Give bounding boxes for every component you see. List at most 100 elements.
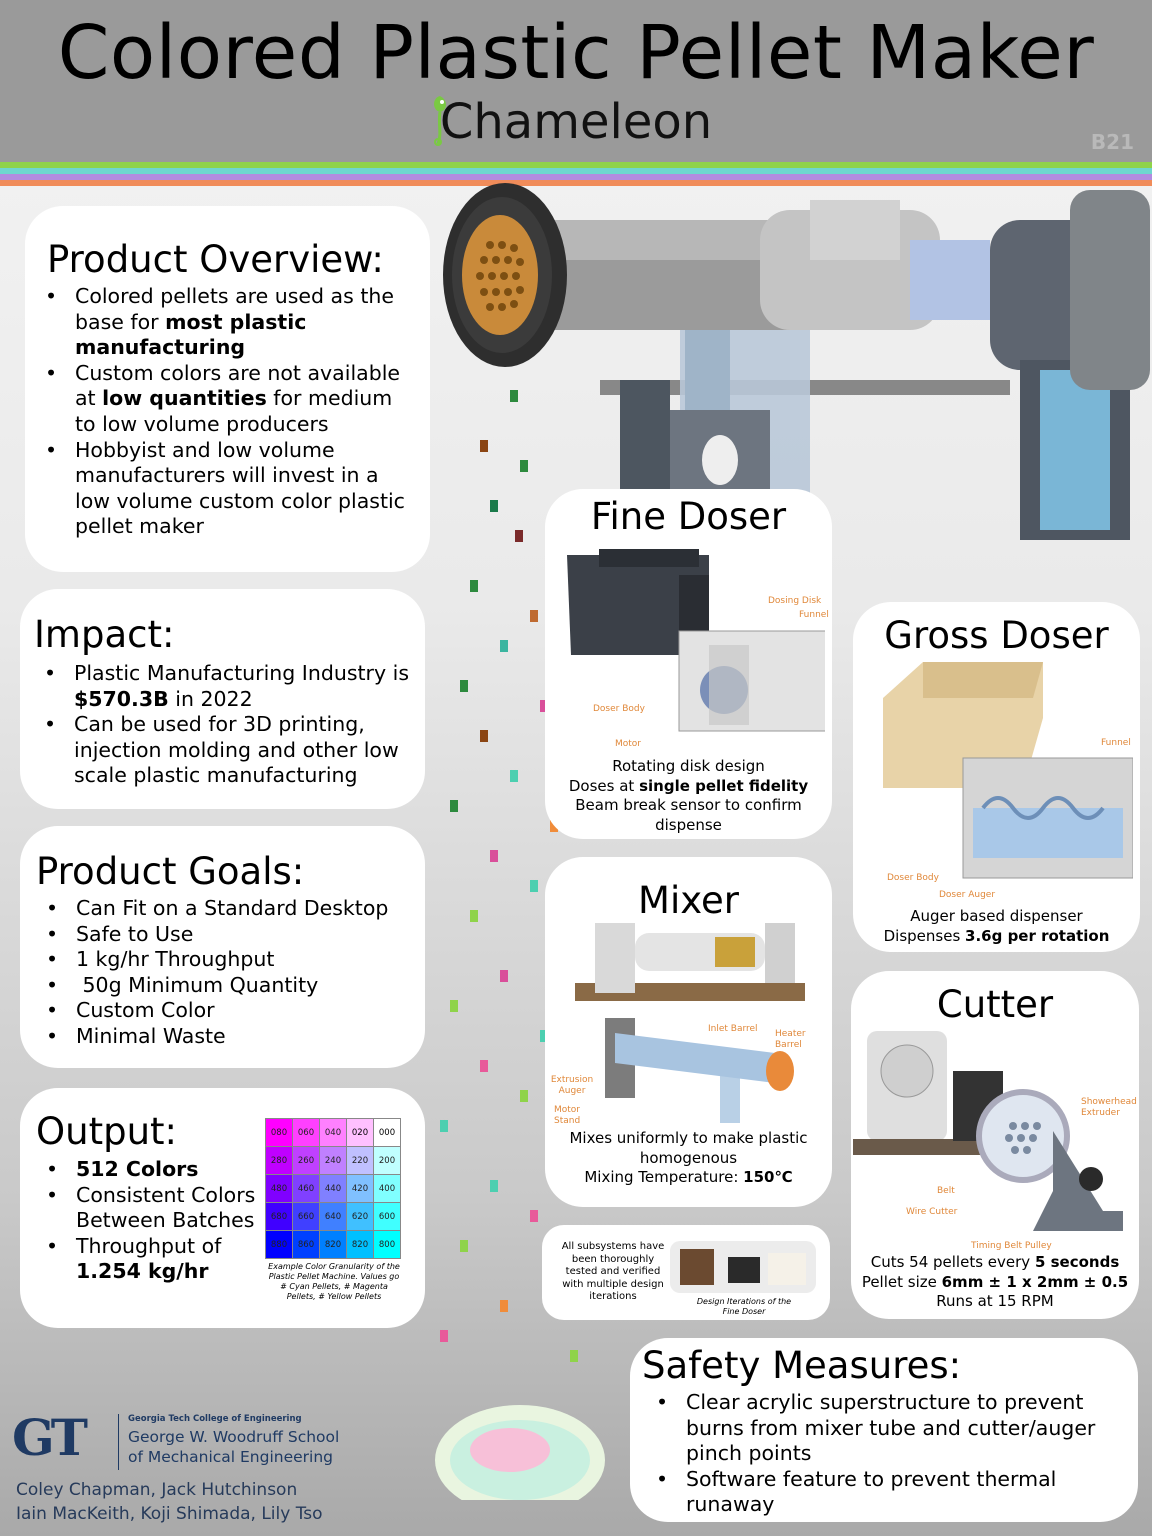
cutter-card: Cutter Showerhead Extruder Belt Wire Cut… [851,971,1139,1319]
grid-cell: 820 [346,1230,374,1259]
brand-name: Chameleon [439,94,713,150]
output-heading: Output: [36,1110,177,1153]
list-item: Hobbyist and low volume manufacturers wi… [45,438,405,540]
list-item: Colored pellets are used as the base for… [45,284,405,361]
grid-cell: 460 [292,1174,320,1203]
grid-cell: 620 [346,1202,374,1231]
callout-motor: Motor [615,739,642,749]
callout-doser-body: Doser Body [887,873,939,883]
chameleon-logo-icon [434,96,446,146]
fine-doser-heading: Fine Doser [590,495,787,538]
grid-cell: 400 [373,1174,401,1203]
school-name-line2: of Mechanical Engineering [128,1448,334,1466]
grid-cell: 680 [265,1202,293,1231]
poster-title: Colored Plastic Pellet Maker [57,10,1095,96]
gross-doser-heading: Gross Doser [884,614,1109,657]
grid-cell: 820 [319,1230,347,1259]
grid-cell: 420 [346,1174,374,1203]
callout-showerhead-extruder: Showerhead Extruder [1081,1097,1137,1118]
mixer-render [575,923,805,1123]
gross-doser-render [883,662,1133,879]
color-grid-caption: Example Color Granularity of the Plastic… [268,1262,400,1301]
list-item: Can be used for 3D printing, injection m… [44,712,414,789]
callout-belt: Belt [937,1186,955,1196]
grid-cell: 020 [346,1118,374,1147]
grid-cell: 040 [319,1118,347,1147]
stripe-purple [0,174,1152,180]
iterations-caption: Design Iterations of the Fine Doser [696,1297,792,1316]
list-item: Plastic Manufacturing Industry is $570.3… [44,661,414,712]
list-item: Clear acrylic superstructure to prevent … [656,1390,1106,1467]
list-item: 512 Colors [46,1157,266,1183]
impact-card: Impact: Plastic Manufacturing Industry i… [20,589,425,809]
logo-divider [118,1414,119,1470]
overview-list: Colored pellets are used as the base for… [45,284,405,540]
callout-doser-auger: Doser Auger [939,890,996,900]
authors-line2: Iain MacKeith, Koji Shimada, Lily Tso [16,1504,323,1524]
header-banner [0,0,1152,162]
grid-cell: 640 [319,1202,347,1231]
mixer-card: Mixer Inlet Barrel Heater Barrel Extrusi… [545,857,832,1207]
stripe-orange [0,180,1152,186]
list-item: Can Fit on a Standard Desktop [46,896,416,922]
gross-doser-card: Gross Doser Funnel Doser Body Doser Auge… [853,602,1140,952]
impact-heading: Impact: [34,613,175,656]
callout-funnel: Funnel [1101,738,1131,748]
grid-cell: 800 [373,1230,401,1259]
falling-pellets-illustration [435,390,605,1500]
grid-cell: 480 [265,1174,293,1203]
gross-doser-description: Auger based dispenser Dispenses 3.6g per… [883,907,1110,945]
callout-timing-belt-pulley: Timing Belt Pulley [971,1241,1052,1251]
callout-wire-cutter: Wire Cutter [906,1207,958,1217]
safety-heading: Safety Measures: [642,1344,962,1387]
list-item: Custom Color [46,998,416,1024]
callout-extrusion-auger: Extrusion Auger [550,1075,594,1096]
callout-dosing-disk: Dosing Disk [768,596,822,606]
grid-cell: 000 [373,1118,401,1147]
list-item: Throughput of 1.254 kg/hr [46,1234,266,1285]
goals-list: Can Fit on a Standard Desktop Safe to Us… [46,896,416,1050]
gt-logo: GT [12,1408,88,1467]
grid-cell: 060 [292,1118,320,1147]
overview-card: Product Overview: Colored pellets are us… [25,206,430,572]
list-item: 1 kg/hr Throughput [46,947,416,973]
callout-doser-body: Doser Body [593,704,645,714]
authors: Coley Chapman, Jack Hutchinson Iain MacK… [16,1478,323,1526]
list-item: 50g Minimum Quantity [46,973,416,999]
list-item: Consistent Colors Between Batches [46,1183,266,1234]
college-name: Georgia Tech College of Engineering [128,1414,302,1424]
grid-cell: 860 [292,1230,320,1259]
iterations-card: All subsystems have been thoroughly test… [542,1225,830,1320]
grid-cell: 660 [292,1202,320,1231]
list-item: Safe to Use [46,922,416,948]
school-name-line1: George W. Woodruff School [128,1428,340,1446]
grid-cell: 220 [346,1146,374,1175]
grid-cell: 200 [373,1146,401,1175]
stripe-green [0,162,1152,168]
overview-heading: Product Overview: [47,238,384,281]
mixer-heading: Mixer [638,879,739,922]
grid-cell: 260 [292,1146,320,1175]
grid-cell: 440 [319,1174,347,1203]
grid-cell: 280 [265,1146,293,1175]
mixer-description: Mixes uniformly to make plastic homogeno… [569,1129,808,1186]
authors-line1: Coley Chapman, Jack Hutchinson [16,1480,298,1500]
booth-code: B21 [1090,130,1134,154]
goals-card: Product Goals: Can Fit on a Standard Des… [20,826,425,1068]
grid-cell: 600 [373,1202,401,1231]
fine-doser-card: Fine Doser Dosing Disk Funnel Doser Body… [545,489,832,839]
cutter-heading: Cutter [936,983,1054,1026]
list-item: Minimal Waste [46,1024,416,1050]
stripe-teal [0,168,1152,174]
cutter-description: Cuts 54 pellets every 5 seconds Pellet s… [861,1253,1129,1310]
callout-inlet-barrel: Inlet Barrel [708,1024,758,1034]
fine-doser-render [567,549,825,732]
grid-cell: 880 [265,1230,293,1259]
callout-heater-barrel: Heater Barrel [775,1029,806,1050]
